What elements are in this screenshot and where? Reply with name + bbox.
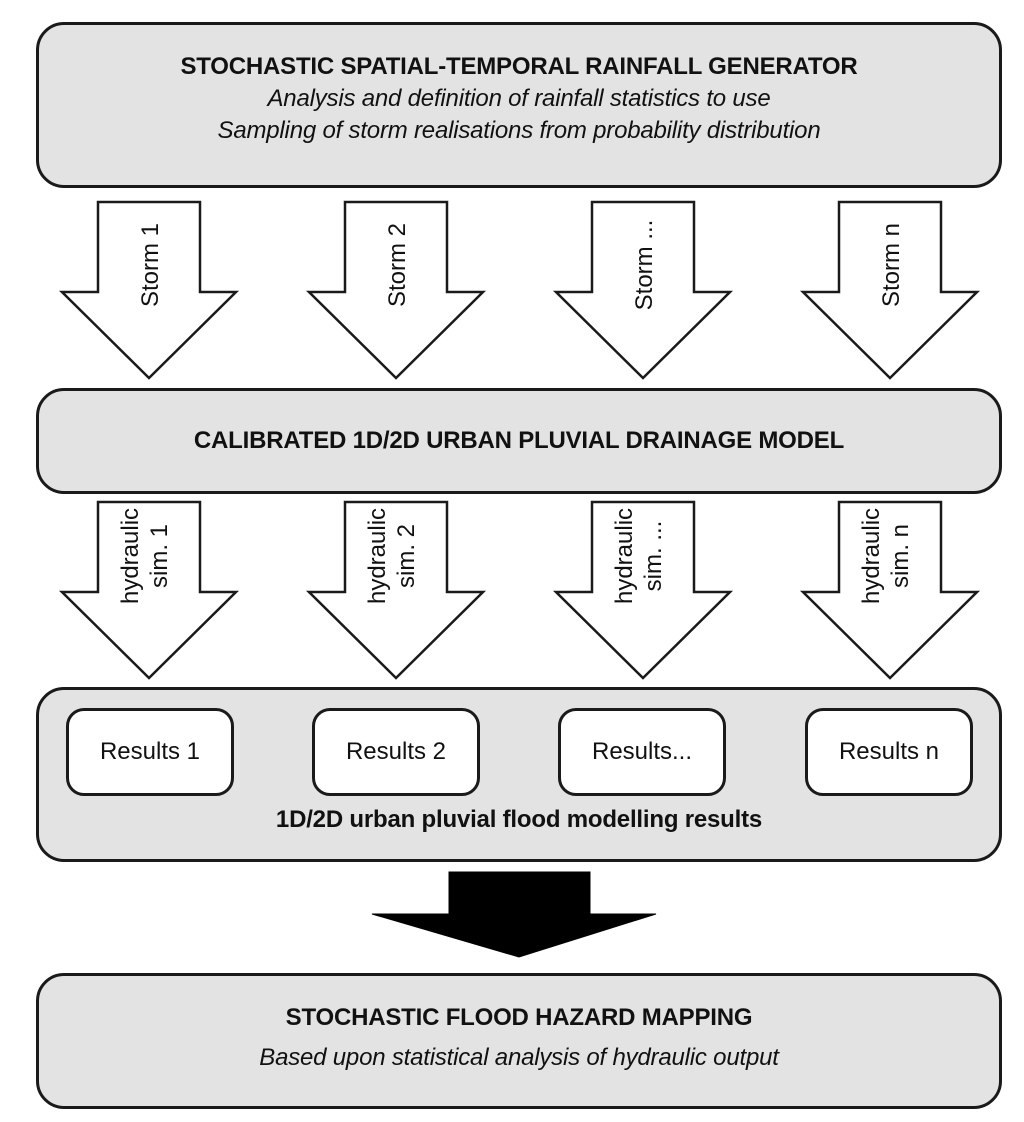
big-down-arrow <box>371 871 657 958</box>
result-box-n: Results n <box>805 708 973 796</box>
rainfall-generator-line1: Analysis and definition of rainfall stat… <box>267 85 771 112</box>
storm-arrow-2: Storm 2 <box>305 200 487 380</box>
rainfall-generator-line2: Sampling of storm realisations from prob… <box>217 117 821 144</box>
modelling-results-caption: 1D/2D urban pluvial flood modelling resu… <box>275 806 763 833</box>
flood-hazard-mapping-title: STOCHASTIC FLOOD HAZARD MAPPING <box>285 1004 753 1031</box>
result-box-3: Results... <box>558 708 726 796</box>
rainfall-generator-box: STOCHASTIC SPATIAL-TEMPORAL RAINFALL GEN… <box>36 22 1002 188</box>
result-box-2: Results 2 <box>312 708 480 796</box>
storm-arrow-3-label: Storm ... <box>631 220 658 311</box>
modelling-results-box: Results 1 Results 2 Results... Results n… <box>36 687 1002 862</box>
storm-arrow-1: Storm 1 <box>58 200 240 380</box>
hydraulic-arrow-n: hydraulic sim. n <box>799 500 981 680</box>
storm-arrow-3: Storm ... <box>552 200 734 380</box>
flood-hazard-mapping-box: STOCHASTIC FLOOD HAZARD MAPPING Based up… <box>36 973 1002 1109</box>
hydraulic-arrow-1: hydraulic sim. 1 <box>58 500 240 680</box>
hydraulic-arrow-1-line1: hydraulic <box>117 508 144 604</box>
hydraulic-arrow-3: hydraulic sim. ... <box>552 500 734 680</box>
hydraulic-arrow-2: hydraulic sim. 2 <box>305 500 487 680</box>
drainage-model-box: CALIBRATED 1D/2D URBAN PLUVIAL DRAINAGE … <box>36 388 1002 494</box>
hydraulic-arrow-1-line2: sim. 1 <box>146 524 173 588</box>
hydraulic-arrow-3-line1: hydraulic <box>611 508 638 604</box>
storm-arrow-n: Storm n <box>799 200 981 380</box>
hydraulic-arrow-3-line2: sim. ... <box>640 521 667 592</box>
hydraulic-arrow-2-line1: hydraulic <box>364 508 391 604</box>
flood-hazard-mapping-subtitle: Based upon statistical analysis of hydra… <box>259 1044 779 1071</box>
hydraulic-arrow-n-line1: hydraulic <box>858 508 885 604</box>
drainage-model-title: CALIBRATED 1D/2D URBAN PLUVIAL DRAINAGE … <box>193 427 845 454</box>
hydraulic-arrow-2-line2: sim. 2 <box>393 524 420 588</box>
result-box-1: Results 1 <box>66 708 234 796</box>
hydraulic-arrow-n-line2: sim. n <box>887 524 914 588</box>
storm-arrow-1-label: Storm 1 <box>137 223 164 307</box>
storm-arrow-2-label: Storm 2 <box>384 223 411 307</box>
storm-arrow-n-label: Storm n <box>878 223 905 307</box>
rainfall-generator-title: STOCHASTIC SPATIAL-TEMPORAL RAINFALL GEN… <box>180 53 858 80</box>
